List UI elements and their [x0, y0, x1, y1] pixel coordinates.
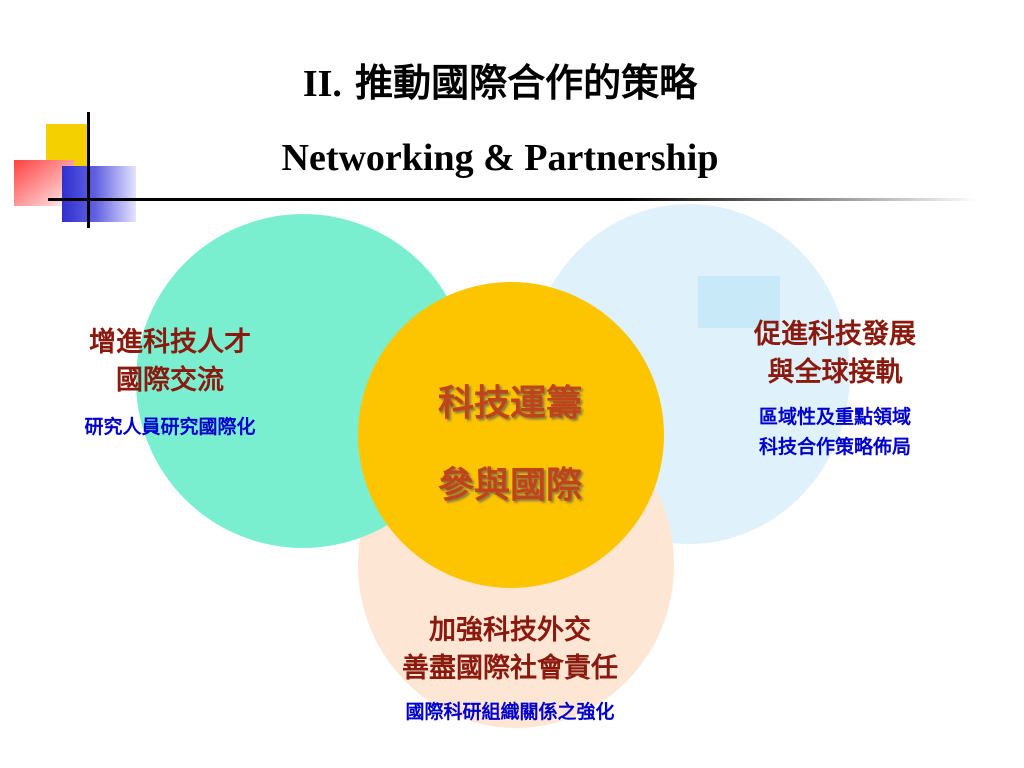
right-subtext: 區域性及重點領域 科技合作策略佈局: [700, 402, 970, 462]
right-subtext-line-1: 區域性及重點領域: [758, 406, 911, 428]
left-heading-line-2: 國際交流: [116, 365, 224, 396]
bottom-subtext: 國際科研組織關係之強化: [405, 701, 615, 723]
left-heading-line-1: 增進科技人才: [89, 327, 251, 358]
decorative-blue-rect: [698, 276, 780, 328]
logo-vertical-line: [87, 112, 90, 228]
bottom-heading-line-2: 善盡國際社會責任: [402, 653, 618, 684]
center-line-1: 科技運籌: [437, 382, 582, 424]
bottom-heading-line-1: 加強科技外交: [429, 615, 591, 646]
title-chinese: 推動國際合作的策略: [341, 60, 698, 105]
left-subtext: 研究人員研究國際化: [84, 416, 256, 438]
circle-yellow-center: [358, 282, 664, 588]
page-title: II. 推動國際合作的策略: [200, 52, 800, 107]
title-roman-numeral: II.: [302, 63, 342, 105]
logo-blue-square: [62, 166, 136, 222]
left-heading: 增進科技人才 國際交流: [40, 324, 300, 400]
right-subtext-line-2: 科技合作策略佈局: [758, 436, 911, 458]
center-line-2: 參與國際: [437, 464, 582, 506]
bottom-heading: 加強科技外交 善盡國際社會責任: [350, 612, 670, 688]
page-subtitle: Networking & Partnership: [281, 137, 719, 179]
right-heading-line-2: 與全球接軌: [767, 357, 903, 388]
title-underline: [48, 198, 978, 201]
right-heading: 促進科技發展 與全球接軌: [700, 316, 970, 392]
right-heading-line-1: 促進科技發展: [754, 319, 916, 350]
